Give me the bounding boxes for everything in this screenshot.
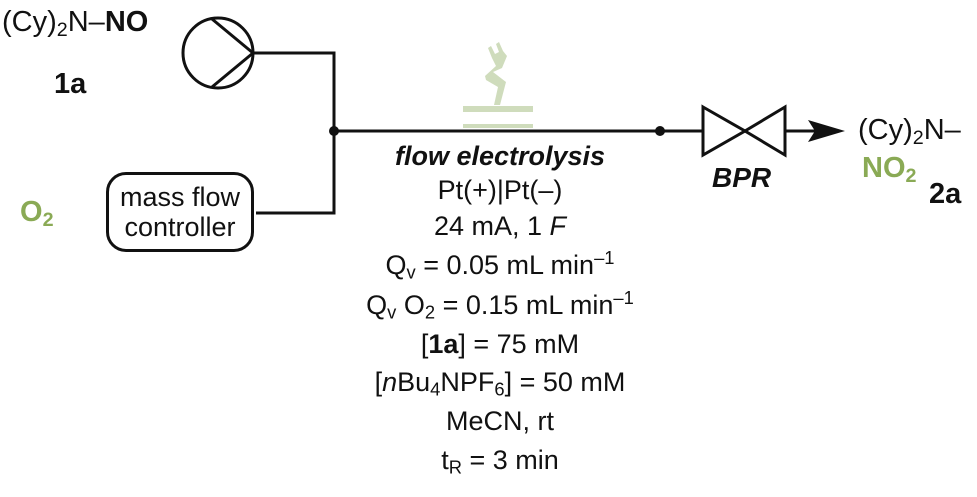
mfc-label-line1: mass flow bbox=[119, 181, 241, 212]
qv-o2-gas-subscript: 2 bbox=[424, 301, 436, 323]
product-nitro-group: NO2 bbox=[862, 152, 916, 186]
residence-time-condition: tR = 3 min bbox=[340, 445, 660, 477]
reactant-prefix: (Cy) bbox=[2, 6, 57, 38]
reactor-title: flow electrolysis bbox=[394, 141, 606, 171]
qv-label: Q bbox=[385, 250, 407, 280]
current-value: 24 mA, 1 bbox=[433, 211, 550, 241]
bpr-valve-icon bbox=[701, 104, 787, 158]
residence-time-value: = 3 min bbox=[461, 445, 559, 475]
outlet-junction-dot bbox=[655, 126, 665, 136]
qv-o2-subscript: v bbox=[387, 301, 397, 323]
electrolyte-concentration-condition: [nBu4NPF6] = 50 mM bbox=[340, 367, 660, 399]
electrolyte-bu: Bu bbox=[397, 367, 431, 397]
liquid-flow-rate-condition: Qv = 0.05 mL min–1 bbox=[340, 248, 660, 281]
oxygen-subscript: 2 bbox=[42, 208, 54, 231]
pump-tubing bbox=[253, 51, 336, 215]
product-label: 2a bbox=[929, 178, 962, 210]
electrolyte-concentration-value: ] = 50 mM bbox=[504, 367, 626, 397]
reactant-nitroso-group: NO bbox=[104, 6, 149, 38]
faraday-unit: F bbox=[549, 211, 567, 241]
product-prefix: (Cy) bbox=[858, 114, 913, 146]
gas-flow-rate-condition: Qv O2 = 0.15 mL min–1 bbox=[340, 288, 660, 321]
reactant-middle: N– bbox=[67, 6, 105, 38]
qv-value: = 0.05 mL min bbox=[415, 250, 595, 280]
electrolyte-subscript-4: 4 bbox=[430, 378, 441, 400]
outlet-arrow-icon bbox=[785, 120, 845, 142]
residence-time-subscript: R bbox=[448, 456, 462, 478]
qv-superscript: –1 bbox=[594, 246, 615, 268]
reactant-formula: (Cy)2N–NO bbox=[2, 6, 149, 40]
electrolyte-n-prefix: n bbox=[382, 367, 398, 397]
qv-o2-label: Q bbox=[366, 290, 388, 320]
mixing-junction-dot bbox=[329, 126, 339, 136]
product-nitro-symbol: NO bbox=[862, 152, 906, 184]
current-condition: 24 mA, 1 F bbox=[340, 213, 660, 240]
solvent-temperature-condition: MeCN, rt bbox=[446, 406, 554, 436]
reactant-label: 1a bbox=[54, 68, 87, 100]
electrolyte-subscript-6: 6 bbox=[494, 378, 505, 400]
substrate-concentration-value: ] = 75 mM bbox=[458, 329, 580, 359]
substrate-concentration-condition: [1a] = 75 mM bbox=[340, 331, 660, 358]
substrate-label: 1a bbox=[428, 329, 459, 359]
pump-icon bbox=[181, 16, 255, 90]
qv-o2-superscript: –1 bbox=[613, 286, 634, 308]
mass-flow-controller-box: mass flow controller bbox=[106, 172, 254, 252]
electrolyte-npf: NPF bbox=[440, 367, 495, 397]
product-formula-line1: (Cy)2N– bbox=[858, 114, 961, 148]
oxygen-gas-label: O2 bbox=[20, 196, 54, 230]
qv-o2-gas: O bbox=[396, 290, 425, 320]
product-nitro-subscript: 2 bbox=[905, 164, 917, 187]
reactant-prefix-subscript: 2 bbox=[56, 18, 68, 41]
bpr-label: BPR bbox=[712, 162, 772, 193]
qv-subscript: v bbox=[406, 261, 416, 283]
mfc-label-line2: controller bbox=[124, 212, 236, 242]
product-prefix-subscript: 2 bbox=[912, 126, 924, 149]
product-middle: N– bbox=[923, 114, 961, 146]
bracket-open: [ bbox=[374, 367, 383, 397]
oxygen-symbol: O bbox=[20, 196, 43, 228]
electrolysis-plug-icon bbox=[463, 42, 533, 128]
bracket-open: [ bbox=[420, 329, 429, 359]
residence-time-label: t bbox=[441, 445, 449, 475]
qv-o2-value: = 0.15 mL min bbox=[435, 290, 614, 320]
electrodes-condition: Pt(+)|Pt(–) bbox=[437, 175, 563, 205]
